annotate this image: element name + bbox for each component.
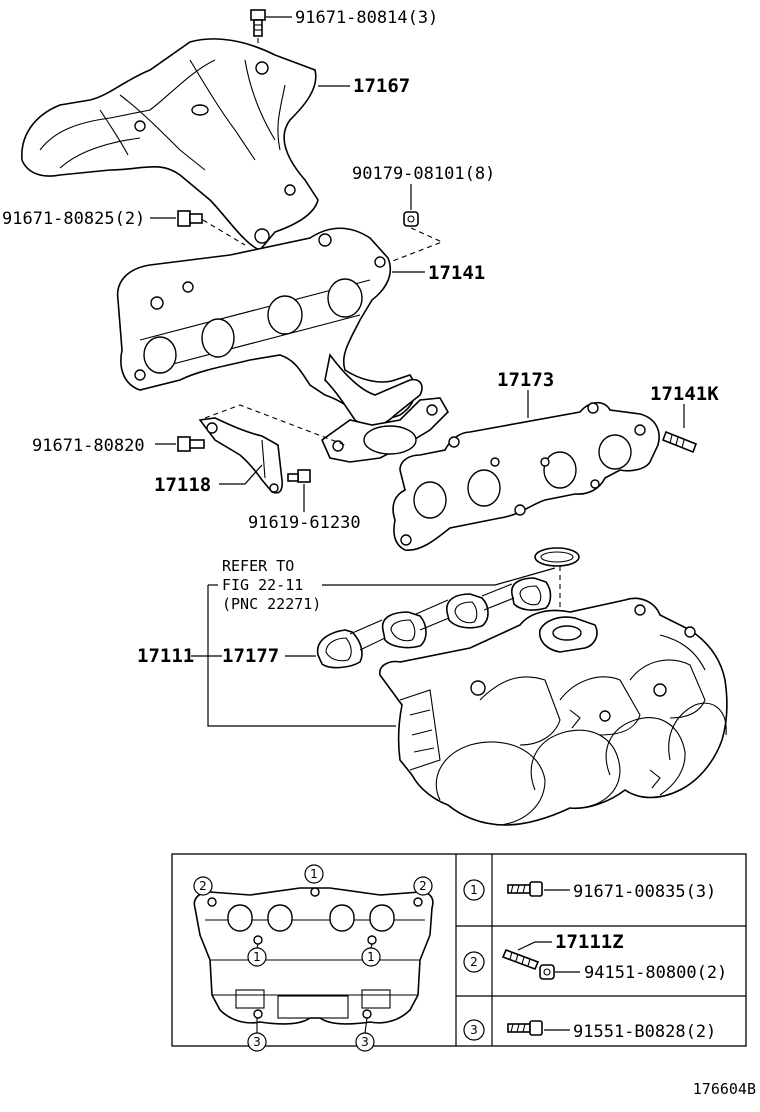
nut-90179-08101-icon: [403, 211, 419, 227]
svg-text:2: 2: [419, 879, 427, 893]
svg-text:3: 3: [361, 1035, 369, 1049]
legend-marker-3: 3: [463, 1019, 485, 1041]
label-17173: 17173: [497, 369, 554, 391]
label-17118: 17118: [154, 474, 211, 496]
legend-marker-1: 1: [463, 879, 485, 901]
refer-line-1: REFER TO: [222, 557, 294, 575]
bolt-91671-80814-icon: [250, 9, 266, 37]
bolt-91671-80820-icon: [177, 436, 205, 452]
refer-line-3: (PNC 22271): [222, 595, 321, 613]
label-91671-80820: 91671-80820: [32, 436, 145, 456]
legend-marker-2: 2: [463, 951, 485, 973]
inset-marker-3-right: 3: [355, 1032, 375, 1052]
svg-text:3: 3: [253, 1035, 261, 1049]
heat-insulator-17167: [21, 38, 319, 251]
label-17177: 17177: [222, 645, 279, 667]
inset-manifold-view: [193, 887, 434, 1025]
bolt-91551-B0828-icon: [507, 1020, 543, 1036]
label-17111: 17111: [137, 645, 194, 667]
label-91619-61230: 91619-61230: [248, 513, 361, 533]
label-17141: 17141: [428, 262, 485, 284]
svg-text:1: 1: [470, 883, 478, 897]
legend-part-94151-80800: 94151-80800(2): [584, 963, 727, 983]
intake-gaskets-17177: [316, 577, 552, 669]
svg-text:2: 2: [470, 955, 478, 969]
legend-part-91671-00835: 91671-00835(3): [573, 882, 716, 902]
installation-detail-box: [171, 853, 747, 1047]
label-91671-80825: 91671-80825(2): [2, 209, 145, 229]
bolt-91671-00835-icon: [507, 881, 543, 897]
intake-manifold-17111: [379, 597, 728, 826]
bolt-91619-61230-icon: [287, 469, 311, 483]
label-17167: 17167: [353, 75, 410, 97]
inset-marker-3-left: 3: [247, 1032, 267, 1052]
stud-17111Z-icon: [501, 948, 540, 971]
legend-part-17111Z: 17111Z: [555, 931, 624, 953]
svg-text:2: 2: [199, 879, 207, 893]
inset-marker-2-left: 2: [193, 876, 213, 896]
exhaust-manifold-17141: [116, 227, 449, 463]
svg-text:1: 1: [253, 950, 261, 964]
legend-part-91551-B0828: 91551-B0828(2): [573, 1022, 716, 1042]
inset-marker-2-right: 2: [413, 876, 433, 896]
figure-id: 176604B: [693, 1080, 756, 1098]
nut-94151-80800-icon: [539, 964, 555, 980]
svg-text:3: 3: [470, 1023, 478, 1037]
inset-marker-1-left: 1: [247, 947, 267, 967]
gasket-refer-22271: [534, 547, 580, 567]
bolt-91671-80825-icon: [177, 210, 203, 227]
label-17141K: 17141K: [650, 383, 719, 405]
inset-marker-1-top: 1: [304, 864, 324, 884]
stud-17141K-icon: [661, 430, 698, 454]
label-91671-80814: 91671-80814(3): [295, 8, 438, 28]
label-90179-08101: 90179-08101(8): [352, 164, 495, 184]
gasket-17173: [392, 401, 660, 551]
svg-text:1: 1: [310, 867, 318, 881]
refer-line-2: FIG 22-11: [222, 576, 303, 594]
bracket-17118: [198, 417, 283, 494]
inset-marker-1-right: 1: [361, 947, 381, 967]
svg-text:1: 1: [367, 950, 375, 964]
